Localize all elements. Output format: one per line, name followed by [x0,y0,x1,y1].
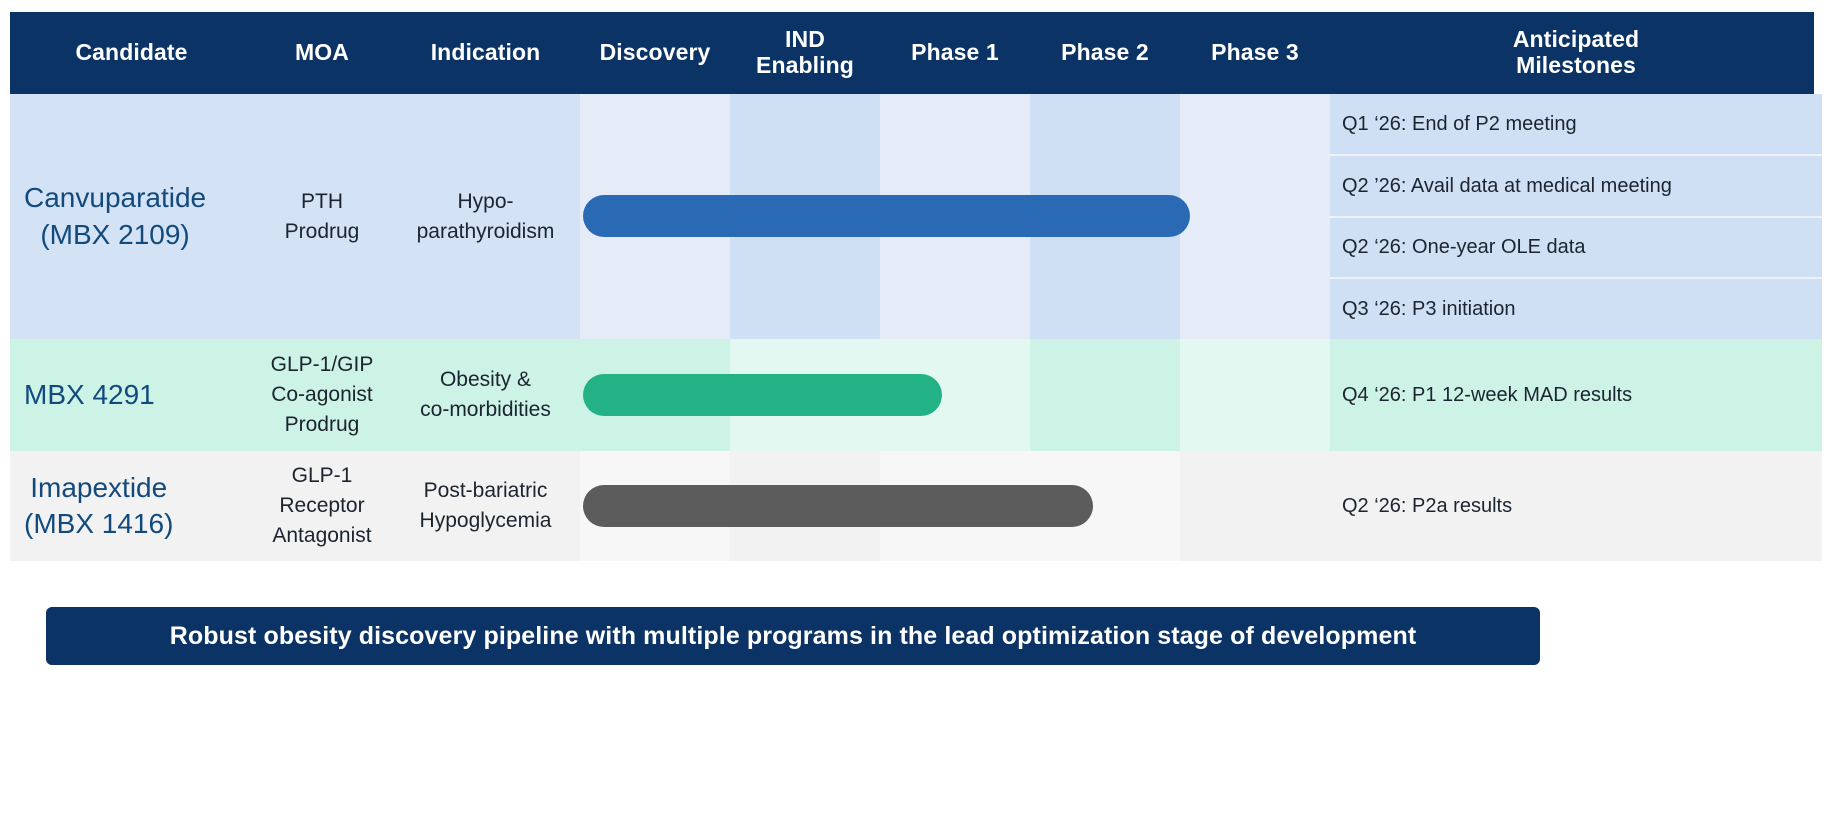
stage-cell-phase-2 [1030,339,1180,451]
indication-line2: co-morbidities [420,398,551,421]
candidate-name-line1: Canvuparatide [24,182,207,214]
stage-cell-phase-3 [1180,94,1330,339]
column-header-indication: Indication [430,39,541,66]
milestone-item: Q2 ‘26: One-year OLE data [1330,215,1822,278]
candidate-name-line1: MBX 4291 [24,378,155,410]
table-row[interactable]: MBX 4291 GLP-1/GIP Co-agonist Prodrug Ob… [10,339,1822,451]
cell-milestones: Q4 ‘26: P1 12-week MAD results [1330,339,1822,451]
table-header-row: Candidate MOA Indication Discovery IND E… [10,12,1814,94]
moa-line1: PTH [301,189,343,213]
cell-candidate: Canvuparatide (MBX 2109) [10,94,253,339]
column-header-ind-enabling: IND Enabling [730,26,880,79]
moa-line1: GLP-1 [291,464,353,488]
table-row[interactable]: Canvuparatide (MBX 2109) PTH Prodrug Hyp… [10,94,1822,339]
column-header-milestones: Anticipated Milestones [1330,26,1822,79]
indication-line1: Post-bariatric [423,479,548,503]
column-header-phase-3: Phase 3 [1211,39,1299,66]
milestone-item: Q1 ‘26: End of P2 meeting [1342,112,1577,135]
milestone-item: Q2 ‘26: P2a results [1342,495,1513,517]
moa-line2: Co-agonist [271,383,373,407]
progress-bar-mbx-4291 [583,374,942,416]
indication-line1: Hypo- [457,189,514,213]
milestone-item: Q3 ‘26: P3 initiation [1330,277,1822,339]
column-header-phase-1: Phase 1 [911,39,999,66]
column-header-ind-enabling-line1: IND [785,26,825,53]
stage-cell-phase-3 [1180,451,1330,561]
cell-candidate: Imapextide (MBX 1416) [10,451,253,561]
column-header-milestones-line2: Milestones [1516,52,1636,78]
cell-moa: GLP-1/GIP Co-agonist Prodrug [253,339,391,451]
column-header-candidate: Candidate [75,39,188,66]
candidate-code-line2: (MBX 1416) [24,508,174,539]
milestone-item: Q4 ‘26: P1 12-week MAD results [1342,384,1633,406]
indication-line2: parathyroidism [416,219,555,243]
moa-line2: Receptor [279,494,365,518]
indication-line1: Obesity & [439,368,532,392]
cell-indication: Obesity & co-morbidities [391,339,580,451]
progress-bar-canvuparatide [583,195,1190,237]
cell-indication: Hypo- parathyroidism [391,94,580,339]
cell-candidate: MBX 4291 [10,339,253,451]
cell-moa: PTH Prodrug [253,94,391,339]
moa-line2: Prodrug [284,219,360,243]
moa-line3: Prodrug [284,412,360,436]
cell-moa: GLP-1 Receptor Antagonist [253,451,391,561]
column-header-ind-enabling-line2: Enabling [756,52,854,78]
table-row[interactable]: Imapextide (MBX 1416) GLP-1 Receptor Ant… [10,451,1822,561]
cell-indication: Post-bariatric Hypoglycemia [391,451,580,561]
indication-line2: Hypoglycemia [419,509,552,532]
summary-banner: Robust obesity discovery pipeline with m… [46,607,1540,665]
candidate-name-line1: Imapextide [30,471,168,503]
milestone-item: Q2 ’26: Avail data at medical meeting [1330,153,1822,216]
stage-cell-phase-3 [1180,339,1330,451]
column-header-moa: MOA [295,39,349,66]
candidate-code-line2: (MBX 2109) [40,218,190,250]
summary-banner-text: Robust obesity discovery pipeline with m… [169,621,1417,650]
column-header-discovery: Discovery [599,39,711,66]
progress-bar-imapextide [583,485,1093,527]
moa-line3: Antagonist [272,523,372,547]
column-header-phase-2: Phase 2 [1061,39,1149,66]
column-header-milestones-line1: Anticipated [1512,26,1640,53]
moa-line1: GLP-1/GIP [270,353,374,377]
pipeline-table: Candidate MOA Indication Discovery IND E… [10,12,1822,561]
cell-milestones: Q1 ‘26: End of P2 meeting Q2 ’26: Avail … [1330,94,1822,339]
cell-milestones: Q2 ‘26: P2a results [1330,451,1822,561]
